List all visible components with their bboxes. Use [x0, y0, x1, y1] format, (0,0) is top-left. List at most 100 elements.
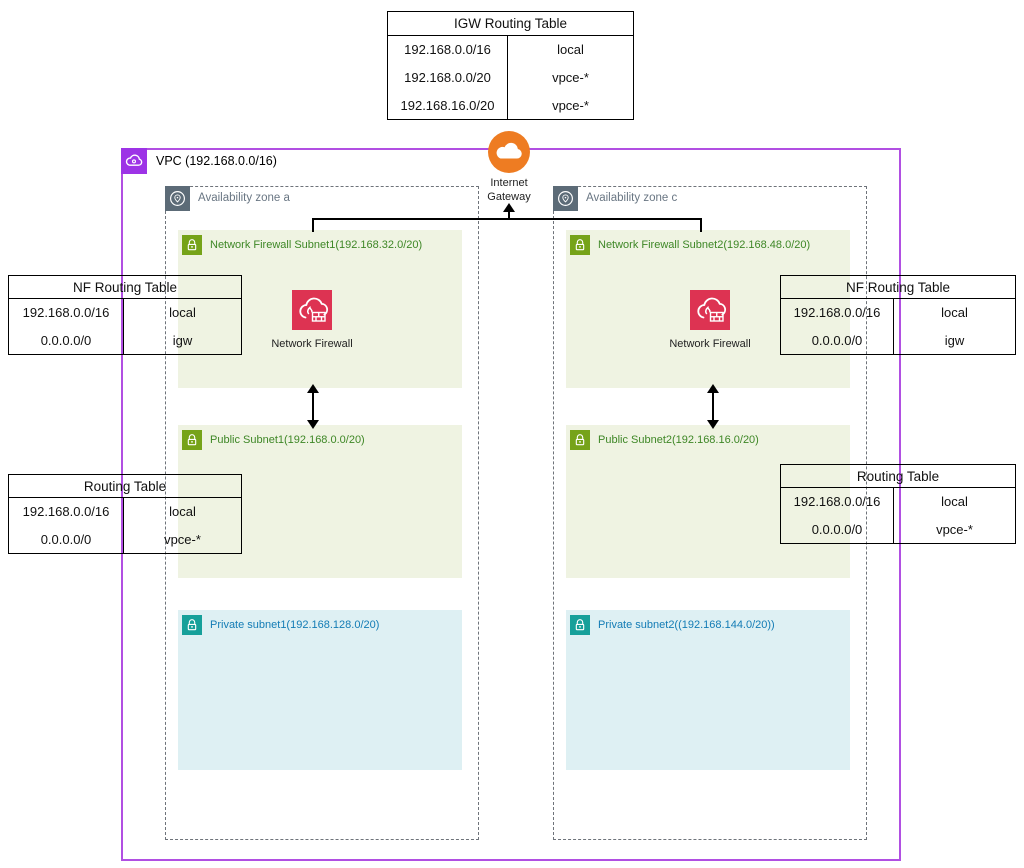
route-destination: 192.168.0.0/16 — [793, 305, 881, 321]
nf-routing-table-left: NF Routing Table 192.168.0.0/16 0.0.0.0/… — [8, 275, 242, 355]
route-destination: 192.168.0.0/16 — [793, 494, 881, 510]
destination-column: 192.168.0.0/16 0.0.0.0/0 — [9, 299, 124, 354]
igw-connector-stem — [508, 211, 510, 220]
lock-icon — [182, 615, 202, 635]
target-column: local igw — [124, 299, 241, 354]
public-subnet2: Public Subnet2(192.168.16.0/20) — [566, 425, 850, 578]
route-target: local — [557, 42, 584, 58]
private-subnet1: Private subnet1(192.168.128.0/20) — [178, 610, 462, 770]
availability-zone-a-icon — [165, 186, 190, 211]
igw-connector-left-drop — [312, 218, 314, 232]
nf-routing-table-right: NF Routing Table 192.168.0.0/16 0.0.0.0/… — [780, 275, 1016, 355]
lock-glyph — [187, 434, 197, 446]
public-subnet1: Public Subnet1(192.168.0.0/20) — [178, 425, 462, 578]
public-subnet2-label: Public Subnet2(192.168.16.0/20) — [598, 434, 759, 446]
routing-table-left-body: 192.168.0.0/16 0.0.0.0/0 local vpce-* — [9, 498, 241, 553]
route-destination: 0.0.0.0/0 — [811, 332, 863, 348]
location-pin-icon — [558, 191, 573, 206]
nf-routing-table-right-title: NF Routing Table — [781, 276, 1015, 299]
public-subnet1-label: Public Subnet1(192.168.0.0/20) — [210, 434, 365, 446]
network-firewall-label: Network Firewall — [271, 338, 353, 350]
route-destination: 0.0.0.0/0 — [811, 521, 863, 537]
route-destination: 192.168.0.0/16 — [404, 42, 491, 58]
routing-table-right: Routing Table 192.168.0.0/16 0.0.0.0/0 l… — [780, 464, 1016, 544]
nf-subnet1-label: Network Firewall Subnet1(192.168.32.0/20… — [210, 239, 423, 251]
arrow-up-icon — [307, 384, 319, 393]
nf-routing-table-left-body: 192.168.0.0/16 0.0.0.0/0 local igw — [9, 299, 241, 354]
nf2-public2-arrow-line — [712, 392, 714, 420]
route-target: local — [169, 305, 196, 321]
lock-icon — [182, 430, 202, 450]
target-column: local igw — [894, 299, 1015, 354]
lock-glyph — [575, 619, 585, 631]
lock-icon — [570, 615, 590, 635]
vpc-cloud-glyph — [125, 154, 143, 166]
route-destination: 0.0.0.0/0 — [40, 332, 92, 348]
vpc-icon — [121, 148, 147, 174]
igw-routing-table: IGW Routing Table 192.168.0.0/16 192.168… — [387, 11, 634, 120]
arrow-up-icon — [707, 384, 719, 393]
target-column: local vpce-* vpce-* — [508, 36, 633, 119]
igw-routing-table-body: 192.168.0.0/16 192.168.0.0/20 192.168.16… — [388, 36, 633, 119]
routing-table-left-title: Routing Table — [9, 475, 241, 498]
route-target: local — [941, 494, 968, 510]
destination-column: 192.168.0.0/16 0.0.0.0/0 — [781, 299, 894, 354]
route-target: vpce-* — [552, 70, 589, 85]
route-target: vpce-* — [552, 97, 589, 113]
lock-icon — [570, 430, 590, 450]
route-target: local — [941, 305, 968, 321]
availability-zone-a-boundary — [165, 186, 479, 840]
destination-column: 192.168.0.0/16 0.0.0.0/0 — [9, 498, 124, 553]
public-subnet2-header: Public Subnet2(192.168.16.0/20) — [570, 430, 759, 450]
internet-gateway-label-line1: Internet — [490, 177, 528, 189]
route-destination: 192.168.0.0/20 — [404, 70, 491, 85]
destination-column: 192.168.0.0/16 0.0.0.0/0 — [781, 488, 894, 543]
route-target: vpce-* — [936, 521, 973, 537]
availability-zone-c-boundary — [553, 186, 867, 840]
route-destination: 192.168.0.0/16 — [22, 504, 110, 520]
routing-table-right-title: Routing Table — [781, 465, 1015, 488]
routing-table-left: Routing Table 192.168.0.0/16 0.0.0.0/0 l… — [8, 474, 242, 554]
network-firewall-icon — [292, 290, 332, 330]
availability-zone-c-icon — [553, 186, 578, 211]
route-target: igw — [172, 332, 193, 348]
lock-glyph — [575, 434, 585, 446]
internet-gateway-label: Internet Gateway — [469, 177, 549, 205]
private-subnet1-label: Private subnet1(192.168.128.0/20) — [210, 619, 380, 631]
route-target: vpce-* — [164, 531, 201, 547]
route-destination: 0.0.0.0/0 — [40, 531, 92, 547]
route-target: igw — [944, 332, 965, 348]
target-column: local vpce-* — [894, 488, 1015, 543]
availability-zone-a-label: Availability zone a — [198, 192, 290, 204]
arrow-down-icon — [307, 420, 319, 429]
lock-glyph — [187, 239, 197, 251]
internet-gateway-cloud-glyph — [488, 131, 530, 173]
availability-zone-c-label: Availability zone c — [586, 192, 678, 204]
arrow-up-icon — [503, 203, 515, 212]
firewall-glyph — [690, 290, 730, 330]
route-destination: 192.168.16.0/20 — [400, 97, 495, 113]
network-firewall-icon — [690, 290, 730, 330]
firewall-glyph — [292, 290, 332, 330]
nf-subnet2-label: Network Firewall Subnet2(192.168.48.0/20… — [598, 239, 811, 251]
route-target: local — [169, 504, 196, 520]
internet-gateway-label-line2: Gateway — [487, 190, 531, 203]
network-firewall-label: Network Firewall — [669, 338, 751, 350]
target-column: local vpce-* — [124, 498, 241, 553]
lock-glyph — [187, 619, 197, 631]
nf-subnet2-header: Network Firewall Subnet2(192.168.48.0/20… — [570, 235, 810, 255]
private-subnet2: Private subnet2((192.168.144.0/20)) — [566, 610, 850, 770]
arrow-down-icon — [707, 420, 719, 429]
nf-routing-table-left-title: NF Routing Table — [9, 276, 241, 299]
vpc-label: VPC (192.168.0.0/16) — [156, 154, 277, 168]
nf-routing-table-right-body: 192.168.0.0/16 0.0.0.0/0 local igw — [781, 299, 1015, 354]
lock-glyph — [575, 239, 585, 251]
private-subnet2-header: Private subnet2((192.168.144.0/20)) — [570, 615, 775, 635]
routing-table-right-body: 192.168.0.0/16 0.0.0.0/0 local vpce-* — [781, 488, 1015, 543]
destination-column: 192.168.0.0/16 192.168.0.0/20 192.168.16… — [388, 36, 508, 119]
internet-gateway-icon — [487, 130, 531, 174]
location-pin-icon — [170, 191, 185, 206]
nf1-public1-arrow-line — [312, 392, 314, 420]
igw-connector-horizontal-line — [312, 218, 702, 220]
